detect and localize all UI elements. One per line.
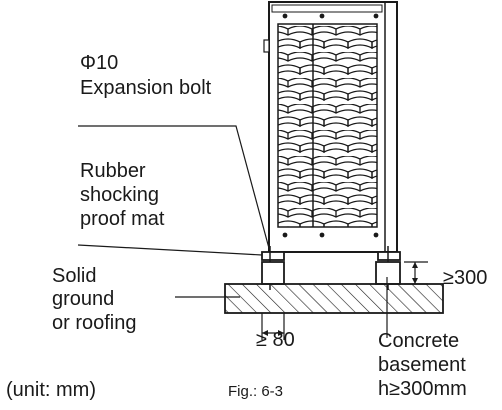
ground-label-line2: ground [52,288,115,310]
figure-caption: Fig.: 6-3 [228,383,284,400]
rubber-mat-right [377,251,401,261]
leader-lines [77,125,388,338]
basement-label-line1: Concrete [378,330,460,352]
air-grille [277,23,378,228]
mat-label-line2: shocking [80,184,159,206]
ground-label-line3: or roofing [52,312,137,334]
rubber-mats [261,251,401,261]
bolt-name-label: Expansion bolt [80,77,212,99]
screw-bottom-right [373,232,379,238]
basement-label-line3: h≥300mm [378,378,467,400]
basement-label-line2: basement [378,354,466,376]
concrete-block-right [375,261,401,285]
screw-bottom-mid [319,232,325,238]
screw-top-right [373,13,379,19]
screw-top-left [282,13,288,19]
height-dimension [404,261,428,285]
mat-label-line1: Rubber [80,160,146,182]
screw-top-mid [319,13,325,19]
screw-bottom-left [282,232,288,238]
concrete-block-left [261,261,285,285]
height-dimension-label: ≥300 [443,267,488,289]
leader-expansion-bolt [78,125,271,253]
unit-note: (unit: mm) [6,379,96,401]
leader-rubber-mat [77,244,263,256]
width-dimension-label: ≥ 80 [256,329,295,351]
outdoor-unit [263,1,398,253]
width-dimension [261,313,285,340]
top-panel [271,4,383,13]
mat-label-line3: proof mat [80,208,165,230]
side-handle [263,39,270,53]
ground-label-line1: Solid [52,265,97,287]
rubber-mat-left [261,251,285,261]
concrete-basements [261,261,401,285]
ground-slab [224,283,444,314]
bolt-size-label: Φ10 [80,52,119,74]
